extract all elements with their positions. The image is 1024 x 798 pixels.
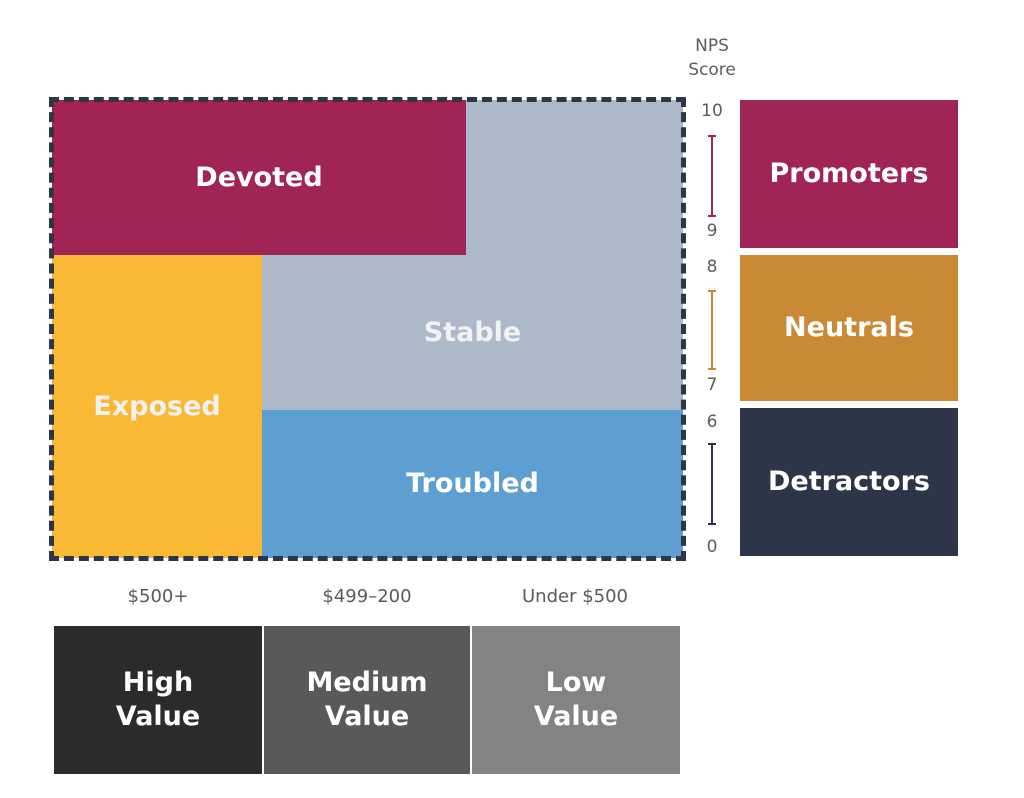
- exposed-label: Exposed: [93, 390, 221, 422]
- medium-price-label: $499–200: [322, 586, 412, 607]
- neutrals-label: Neutrals: [784, 312, 914, 344]
- troubled-label: Troubled: [406, 468, 539, 500]
- promoters-box: Promoters: [740, 100, 958, 248]
- medium-value-box: Medium Value: [264, 626, 470, 774]
- detractors-label: Detractors: [767, 466, 930, 498]
- nps-tick-9: 9: [706, 221, 718, 241]
- high-value-box: High Value: [54, 626, 262, 774]
- nps-tick-8: 8: [706, 257, 718, 277]
- stable-label: Stable: [423, 316, 522, 348]
- stable-segment: Stable: [262, 255, 683, 410]
- nps-tick-10: 10: [701, 101, 723, 121]
- nps-tick-6: 6: [706, 412, 718, 432]
- devoted-label: Devoted: [195, 161, 323, 193]
- high-price-label: $500+: [127, 586, 189, 607]
- nps-scale-title: NPS Score: [688, 36, 736, 80]
- devoted-segment: Devoted: [52, 100, 466, 255]
- matrix-dashed-border: [49, 97, 686, 561]
- low-value-box: Low Value: [472, 626, 680, 774]
- troubled-segment: Troubled: [262, 410, 683, 558]
- promoters-label: Promoters: [769, 158, 929, 190]
- detractors-box: Detractors: [740, 408, 958, 556]
- exposed-segment: Exposed: [52, 255, 262, 558]
- low-price-label: Under $500: [521, 586, 628, 607]
- nps-tick-0: 0: [706, 537, 718, 557]
- neutrals-box: Neutrals: [740, 255, 958, 401]
- nps-tick-7: 7: [706, 375, 718, 395]
